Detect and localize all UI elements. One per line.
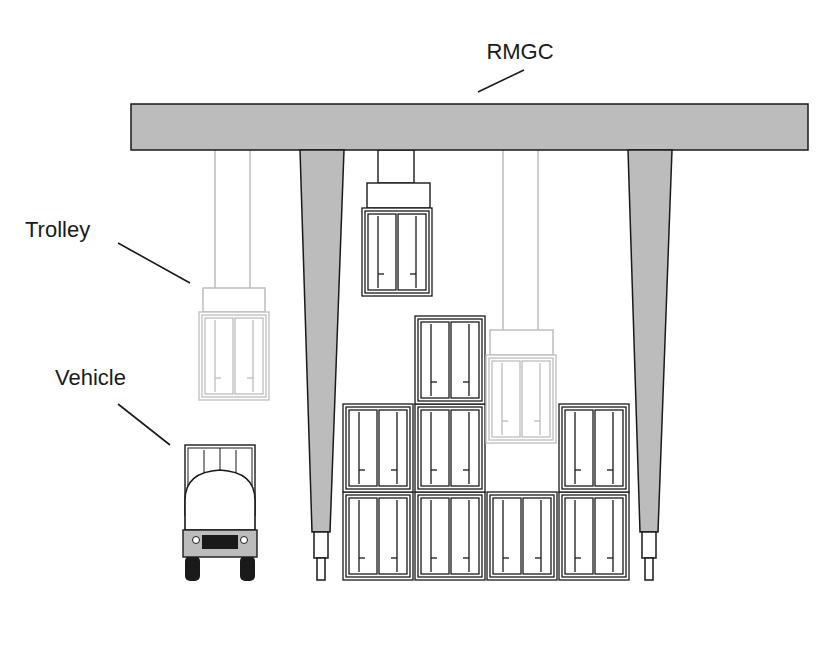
trolley-label: Trolley [25,218,90,242]
trolley [362,150,432,296]
vehicle-truck [183,445,257,581]
vehicle-label: Vehicle [55,366,126,390]
crane-frame [131,104,808,580]
ghost-trolley-right [486,150,556,443]
container-stack [343,316,629,580]
crane-name-label: RMGC [486,40,553,64]
ghost-trolley-left [199,150,269,400]
